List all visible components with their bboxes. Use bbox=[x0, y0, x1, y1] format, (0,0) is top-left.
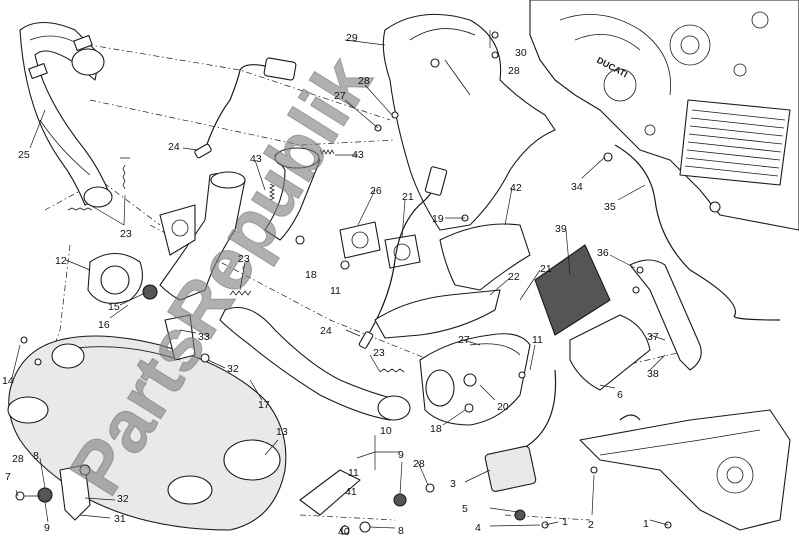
callout-34: 34 bbox=[571, 181, 583, 193]
callout-11-mid: 11 bbox=[330, 285, 341, 297]
callout-38: 38 bbox=[647, 368, 659, 380]
callout-43-left: 43 bbox=[250, 153, 262, 165]
front-header-pipe bbox=[19, 21, 113, 208]
callout-11-right: 11 bbox=[532, 334, 543, 346]
callout-24-lower: 24 bbox=[320, 325, 332, 337]
hangers-31-32 bbox=[59, 464, 361, 521]
oxygen-sensor-front bbox=[194, 57, 297, 159]
springs bbox=[67, 149, 405, 373]
callout-15: 15 bbox=[108, 301, 120, 313]
callout-2: 2 bbox=[588, 519, 594, 531]
callout-17: 17 bbox=[258, 399, 270, 411]
callout-25: 25 bbox=[18, 149, 30, 161]
callout-40: 40 bbox=[338, 526, 350, 538]
oil-cooler bbox=[679, 99, 791, 213]
callout-3: 3 bbox=[450, 478, 456, 490]
callout-9-bottom: 9 bbox=[398, 449, 404, 461]
callout-28-left: 28 bbox=[12, 453, 24, 465]
callout-16: 16 bbox=[98, 319, 110, 331]
fasteners bbox=[15, 31, 672, 535]
callout-23-left: 23 bbox=[120, 228, 132, 240]
callout-39: 39 bbox=[555, 223, 567, 235]
oxygen-sensor-rear bbox=[358, 166, 448, 349]
callout-9-left: 9 bbox=[44, 522, 50, 534]
central-manifold-pipe bbox=[159, 147, 411, 421]
callout-28-top: 28 bbox=[358, 75, 370, 87]
callout-21-top: 21 bbox=[402, 191, 414, 203]
callout-32-top: 32 bbox=[227, 363, 239, 375]
gaskets-flanges bbox=[87, 204, 421, 304]
callout-11-bottom: 11 bbox=[348, 467, 359, 479]
callout-1-mid: 1 bbox=[562, 516, 568, 528]
callout-5: 5 bbox=[462, 503, 468, 515]
leader-lines bbox=[11, 30, 669, 531]
callout-23-mid: 23 bbox=[238, 253, 250, 265]
rear-subframe bbox=[579, 409, 791, 531]
callout-10: 10 bbox=[380, 425, 392, 437]
heat-shield-lower bbox=[439, 223, 531, 291]
valve-actuator bbox=[484, 369, 557, 521]
callout-18-right: 18 bbox=[430, 423, 442, 435]
callout-28-bottom: 28 bbox=[413, 458, 425, 470]
callout-20: 20 bbox=[497, 401, 509, 413]
callout-42: 42 bbox=[510, 182, 522, 194]
callout-27-top: 27 bbox=[334, 90, 346, 102]
callout-33: 33 bbox=[198, 331, 210, 343]
callout-43-right: 43 bbox=[352, 149, 364, 161]
callout-8-left: 8 bbox=[33, 450, 39, 462]
heat-guard-22 bbox=[374, 289, 501, 339]
bracket-33 bbox=[164, 314, 196, 361]
callout-27-mid: 27 bbox=[458, 334, 470, 346]
callout-29: 29 bbox=[346, 32, 358, 44]
callout-23-lower: 23 bbox=[373, 347, 385, 359]
callout-24-top: 24 bbox=[168, 141, 180, 153]
callout-12: 12 bbox=[55, 255, 67, 267]
callout-37: 37 bbox=[647, 331, 659, 343]
callout-28-shield: 28 bbox=[508, 65, 520, 77]
callout-41: 41 bbox=[345, 486, 357, 498]
callout-21-right: 21 bbox=[540, 263, 552, 275]
exhaust-valve-body bbox=[419, 333, 531, 426]
callout-30: 30 bbox=[515, 47, 527, 59]
callout-7: 7 bbox=[5, 471, 11, 483]
brackets-cable bbox=[603, 144, 781, 421]
callout-labels: 25 24 23 43 43 29 28 27 30 28 26 21 19 4… bbox=[2, 32, 659, 538]
callout-1-right: 1 bbox=[643, 518, 649, 530]
callout-6: 6 bbox=[617, 389, 623, 401]
callout-26: 26 bbox=[370, 185, 382, 197]
callout-14: 14 bbox=[2, 375, 14, 387]
callout-4: 4 bbox=[475, 522, 481, 534]
callout-18-mid: 18 bbox=[305, 269, 317, 281]
callout-19: 19 bbox=[432, 213, 444, 225]
callout-32-bottom: 32 bbox=[117, 493, 129, 505]
callout-31: 31 bbox=[114, 513, 126, 525]
callout-22: 22 bbox=[508, 271, 520, 283]
callout-36: 36 bbox=[597, 247, 609, 259]
callout-8-bottom: 8 bbox=[398, 525, 404, 537]
callout-13: 13 bbox=[276, 426, 288, 438]
callout-35: 35 bbox=[604, 201, 616, 213]
cover-6 bbox=[569, 314, 651, 391]
